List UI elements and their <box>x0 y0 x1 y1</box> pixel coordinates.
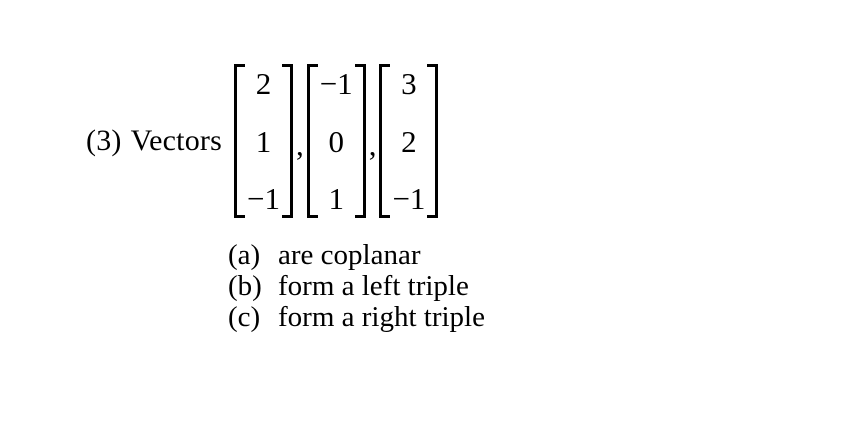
vector-3-matrix: 3 2 −1 <box>379 64 439 218</box>
vector-3-component-1: 3 <box>401 66 417 101</box>
option-a-label: (a) <box>228 239 261 271</box>
option-a-text: are coplanar <box>278 239 421 271</box>
left-bracket-icon <box>306 64 318 218</box>
vector-separator-1: , <box>295 127 304 162</box>
vector-2-component-3: 1 <box>328 181 344 216</box>
vector-1-component-1: 2 <box>255 66 272 101</box>
vector-3-component-3: −1 <box>392 181 426 216</box>
left-bracket-icon <box>233 64 245 218</box>
answer-options: (a) are coplanar (b) form a left triple … <box>228 240 485 333</box>
vector-separator-2: , <box>368 127 377 162</box>
vector-3-component-2: 2 <box>401 123 417 159</box>
question-row: (3) Vectors 2 1 −1 , −1 0 1 , <box>86 58 439 224</box>
vector-2-component-2: 0 <box>328 123 344 159</box>
option-b[interactable]: (b) form a left triple <box>228 271 485 302</box>
option-b-text: form a left triple <box>278 270 469 302</box>
option-c[interactable]: (c) form a right triple <box>228 302 485 333</box>
vector-1-component-3: −1 <box>246 181 280 216</box>
option-a[interactable]: (a) are coplanar <box>228 240 485 271</box>
right-bracket-icon <box>354 64 366 218</box>
option-c-text: form a right triple <box>278 301 485 333</box>
vector-1-matrix: 2 1 −1 <box>233 64 293 218</box>
left-bracket-icon <box>379 64 391 218</box>
vector-1-component-2: 1 <box>255 123 272 159</box>
vector-2-component-1: −1 <box>319 66 353 101</box>
question-number: (3) <box>86 124 122 157</box>
right-bracket-icon <box>427 64 439 218</box>
vector-2-matrix: −1 0 1 <box>306 64 366 218</box>
option-c-label: (c) <box>228 301 261 333</box>
vector-list: 2 1 −1 , −1 0 1 , 3 2 −1 <box>233 64 439 218</box>
right-bracket-icon <box>281 64 293 218</box>
option-b-label: (b) <box>228 270 262 302</box>
question-prompt: Vectors <box>130 124 222 157</box>
